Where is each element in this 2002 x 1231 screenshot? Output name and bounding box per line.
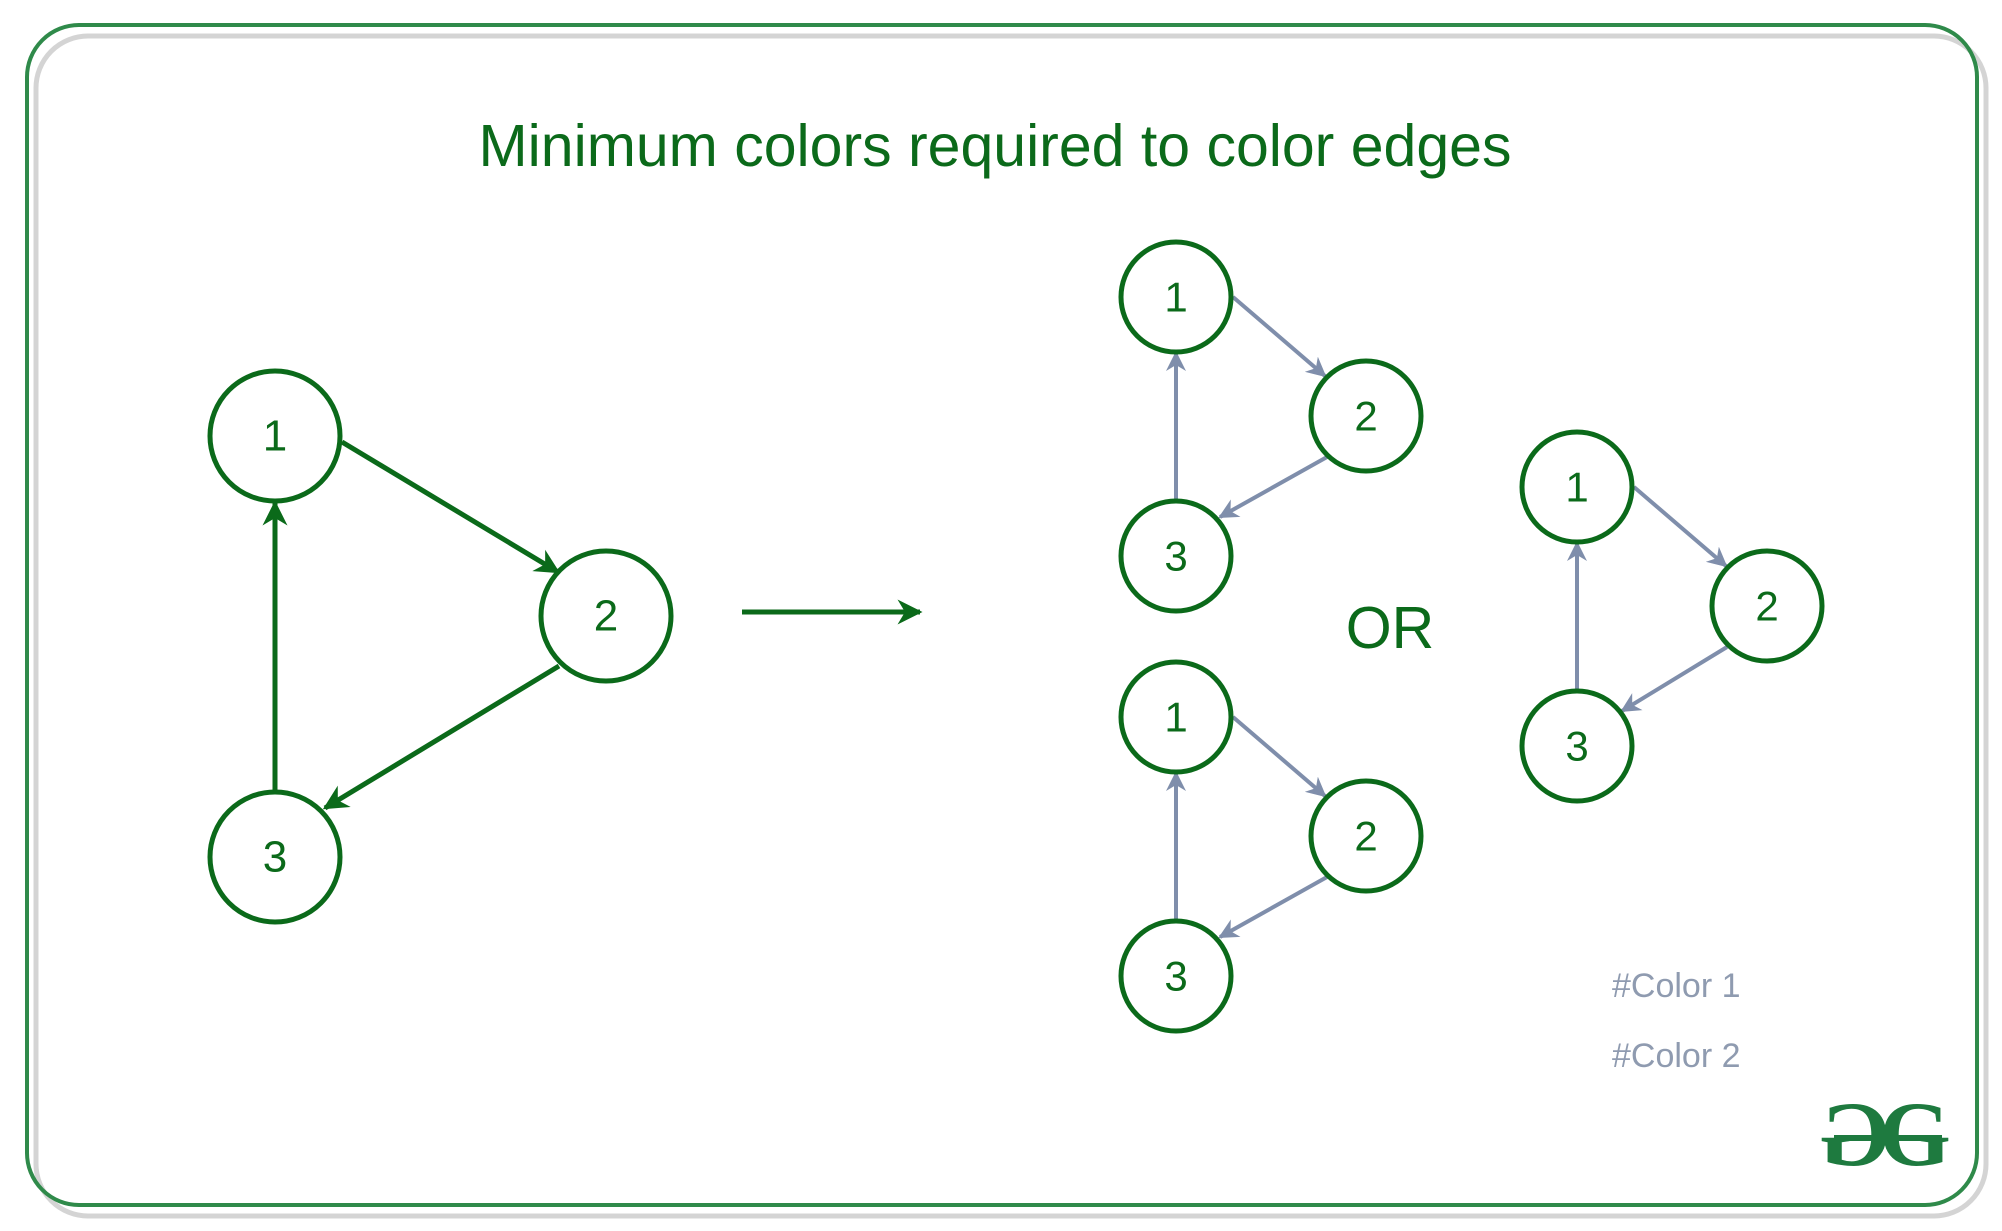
graph-node-3: 3	[1519, 688, 1635, 804]
edge-1-to-2	[1231, 295, 1327, 378]
node-label-1: 1	[1164, 694, 1187, 741]
graph-node-3: 3	[1118, 918, 1234, 1034]
graph-node-1: 1	[1118, 239, 1234, 355]
graph-node-3: 3	[1118, 498, 1234, 614]
edge-1-to-2	[340, 439, 561, 575]
edge-1-to-2	[1632, 485, 1728, 568]
frame-shadow	[33, 33, 1989, 1219]
frame-border	[25, 23, 1979, 1207]
graph-node-1: 1	[207, 368, 343, 504]
gfg-logo-left-glyph: G	[1821, 1083, 1891, 1185]
colored-graph-c: 1 2 3	[1519, 429, 1825, 804]
edge-2-to-3	[1218, 875, 1328, 939]
diagram-title: Minimum colors required to color edges	[479, 113, 1512, 179]
colored-graph-a: 1 2 3	[1118, 239, 1424, 614]
graph-node-2: 2	[1308, 358, 1424, 474]
node-label-2: 2	[1354, 813, 1377, 860]
original-graph: 1 2 3	[207, 368, 674, 925]
graph-node-2: 2	[1709, 548, 1825, 664]
edge-2-to-3	[1620, 645, 1729, 713]
node-label-3: 3	[263, 833, 287, 882]
node-label-1: 1	[1164, 274, 1187, 321]
graph-node-1: 1	[1519, 429, 1635, 545]
node-label-1: 1	[263, 412, 287, 461]
colored-graph-b: 1 2 3	[1118, 659, 1424, 1034]
node-label-3: 3	[1164, 953, 1187, 1000]
node-label-2: 2	[1755, 583, 1778, 630]
node-label-2: 2	[1354, 393, 1377, 440]
node-label-2: 2	[594, 592, 618, 641]
graph-node-2: 2	[1308, 778, 1424, 894]
graph-node-2: 2	[538, 548, 674, 684]
edge-2-to-3	[322, 663, 561, 811]
or-label: OR	[1346, 595, 1435, 661]
edge-2-to-3	[1218, 455, 1328, 519]
node-label-1: 1	[1565, 464, 1588, 511]
graph-node-3: 3	[207, 789, 343, 925]
legend-color-2: #Color 2	[1612, 1037, 1741, 1075]
legend-color-1: #Color 1	[1612, 967, 1741, 1005]
node-label-3: 3	[1164, 533, 1187, 580]
graph-node-1: 1	[1118, 659, 1234, 775]
edge-1-to-2	[1231, 715, 1327, 798]
gfg-logo: G G	[1821, 1083, 1955, 1185]
node-label-3: 3	[1565, 723, 1588, 770]
gfg-logo-right-glyph: G	[1879, 1083, 1949, 1185]
